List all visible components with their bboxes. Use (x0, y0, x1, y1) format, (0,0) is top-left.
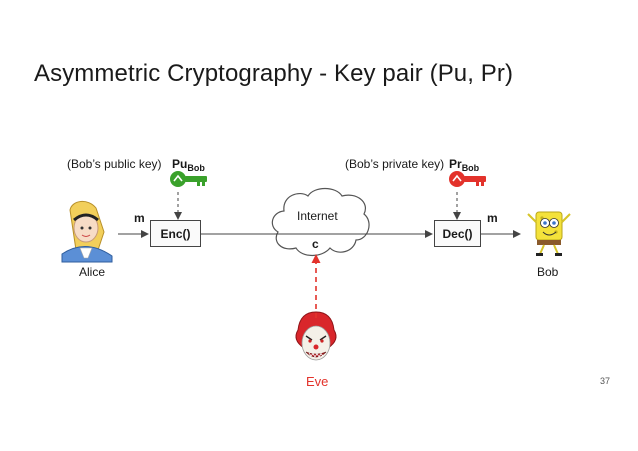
private-key-icon (449, 171, 486, 187)
private-key-label-main: Pr (449, 157, 462, 171)
public-key-label-sub: Bob (187, 163, 205, 173)
public-key-note: (Bob’s public key) (67, 157, 162, 171)
alice-label: Alice (79, 265, 106, 279)
public-key-label: PuBob (172, 157, 205, 173)
private-key-note: (Bob’s private key) (345, 157, 445, 171)
eve-label: Eve (306, 374, 329, 389)
slide-title: Asymmetric Cryptography - Key pair (Pu, … (34, 60, 514, 87)
private-key-label-sub: Bob (461, 163, 480, 173)
decrypt-box: Dec() (434, 220, 481, 247)
private-key-label: PrBob (449, 157, 479, 173)
page-number: 37 (599, 376, 610, 386)
bob-illustration (527, 211, 571, 256)
internet-label: Internet (297, 209, 338, 223)
ciphertext-label: c (312, 237, 319, 251)
bob-label: Bob (537, 265, 559, 279)
public-key-icon (170, 171, 207, 187)
alice-illustration (61, 201, 113, 263)
public-key-label-main: Pu (172, 157, 188, 171)
internet-cloud (271, 187, 370, 257)
encrypt-box: Enc() (150, 220, 201, 247)
eve-illustration (295, 311, 337, 361)
plaintext-left-label: m (134, 211, 145, 225)
plaintext-right-label: m (487, 211, 498, 225)
